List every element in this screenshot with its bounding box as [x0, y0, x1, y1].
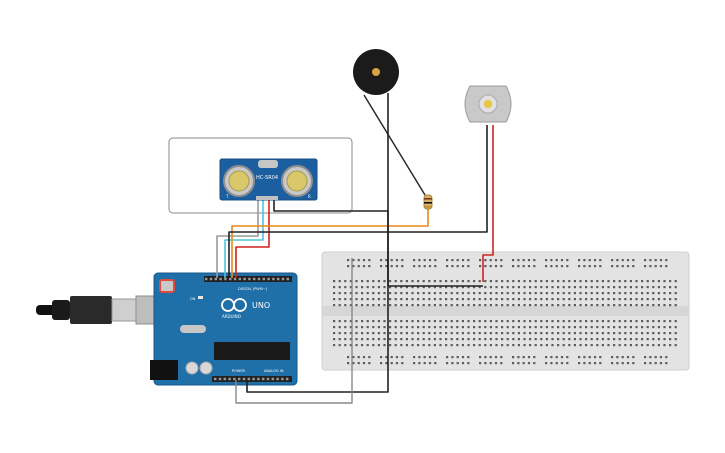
wire-sensor-trig-cyan[interactable] — [224, 198, 264, 278]
arduino-uno-board[interactable]: UNO ARDUINO DIGITAL (PWM~) POWER ANALOG … — [150, 272, 298, 386]
dc-motor[interactable] — [464, 85, 512, 123]
arduino-model-label: UNO — [252, 301, 270, 310]
sensor-model-label: HC-SR04 — [256, 175, 278, 181]
on-led-label: ON — [190, 297, 196, 301]
capacitor-right — [199, 361, 213, 375]
wire-sensor-echo-gray[interactable] — [216, 198, 259, 278]
sensor-selection-frame — [168, 137, 353, 214]
wire-ground-gray[interactable] — [235, 258, 353, 404]
sensor-left-mark: T — [225, 194, 229, 199]
sensor-crystal — [258, 160, 278, 168]
wire-resistor-orange[interactable] — [231, 196, 429, 278]
wire-sensor-vcc-red[interactable] — [235, 198, 270, 278]
on-led — [198, 296, 203, 299]
atmega-chip — [214, 342, 290, 360]
digital-header — [204, 276, 292, 282]
piezo-buzzer[interactable] — [353, 49, 399, 95]
power-jack — [150, 360, 178, 380]
arduino-logo-icon-right — [233, 298, 247, 312]
arduino-pins — [205, 277, 289, 381]
wire-motor-red[interactable] — [482, 125, 494, 282]
power-label: POWER — [232, 369, 246, 373]
ultrasonic-sensor[interactable]: HC-SR04 T R — [219, 158, 318, 201]
wire-buzzer-resistor[interactable] — [363, 94, 426, 196]
sensor-right-mark: R — [308, 194, 311, 199]
analog-in-label: ANALOG IN — [264, 369, 284, 373]
wire-buzzer-black[interactable] — [246, 93, 389, 393]
resistor[interactable] — [423, 194, 433, 210]
crystal — [180, 325, 206, 333]
breadboard-holes — [333, 259, 677, 365]
power-header — [212, 376, 292, 382]
usb-cable[interactable] — [36, 295, 167, 325]
capacitor-left — [185, 361, 199, 375]
reset-button[interactable] — [159, 279, 175, 293]
arduino-brand-label: ARDUINO — [222, 314, 241, 319]
wires — [216, 93, 494, 404]
digital-pwm-label: DIGITAL (PWM~) — [238, 287, 268, 291]
wire-motor-black[interactable] — [228, 125, 488, 278]
breadboard[interactable] — [321, 251, 690, 371]
